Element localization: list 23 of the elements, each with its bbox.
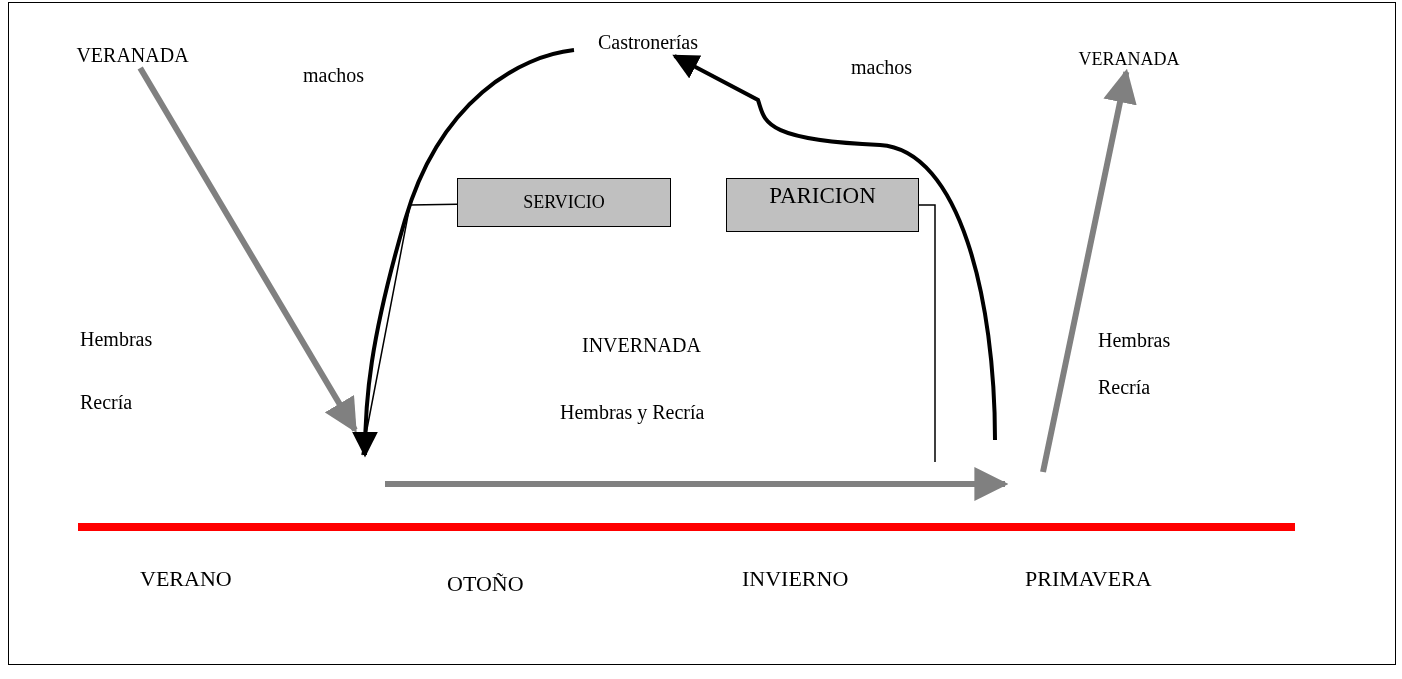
connector-line: [361, 203, 458, 456]
box-label: PARICION: [769, 183, 876, 209]
season-label: OTOÑO: [447, 572, 524, 596]
group-label: Hembras: [1098, 328, 1171, 352]
arrow: [672, 54, 997, 441]
process-box: [726, 178, 919, 232]
box-label: SERVICIO: [523, 192, 605, 213]
process-text: Castronerías: [574, 28, 722, 56]
season-pasture-text: VERANADA: [55, 42, 210, 68]
arrow: [137, 66, 358, 433]
arrow: [1040, 68, 1137, 473]
group-label: Recría: [80, 390, 133, 414]
group-label: Hembras y Recría: [560, 400, 705, 424]
season-label: PRIMAVERA: [1025, 567, 1152, 591]
process-box: [457, 178, 671, 227]
group-label: Recría: [1098, 375, 1151, 399]
group-label: INVERNADA: [582, 333, 701, 357]
season-label: VERANO: [140, 567, 232, 591]
season-label: INVIERNO: [742, 567, 849, 591]
group-label: Hembras: [80, 327, 153, 351]
connector-line: [918, 204, 936, 463]
arrow: [352, 48, 575, 458]
season-pasture-text: VERANADA: [1058, 46, 1200, 72]
